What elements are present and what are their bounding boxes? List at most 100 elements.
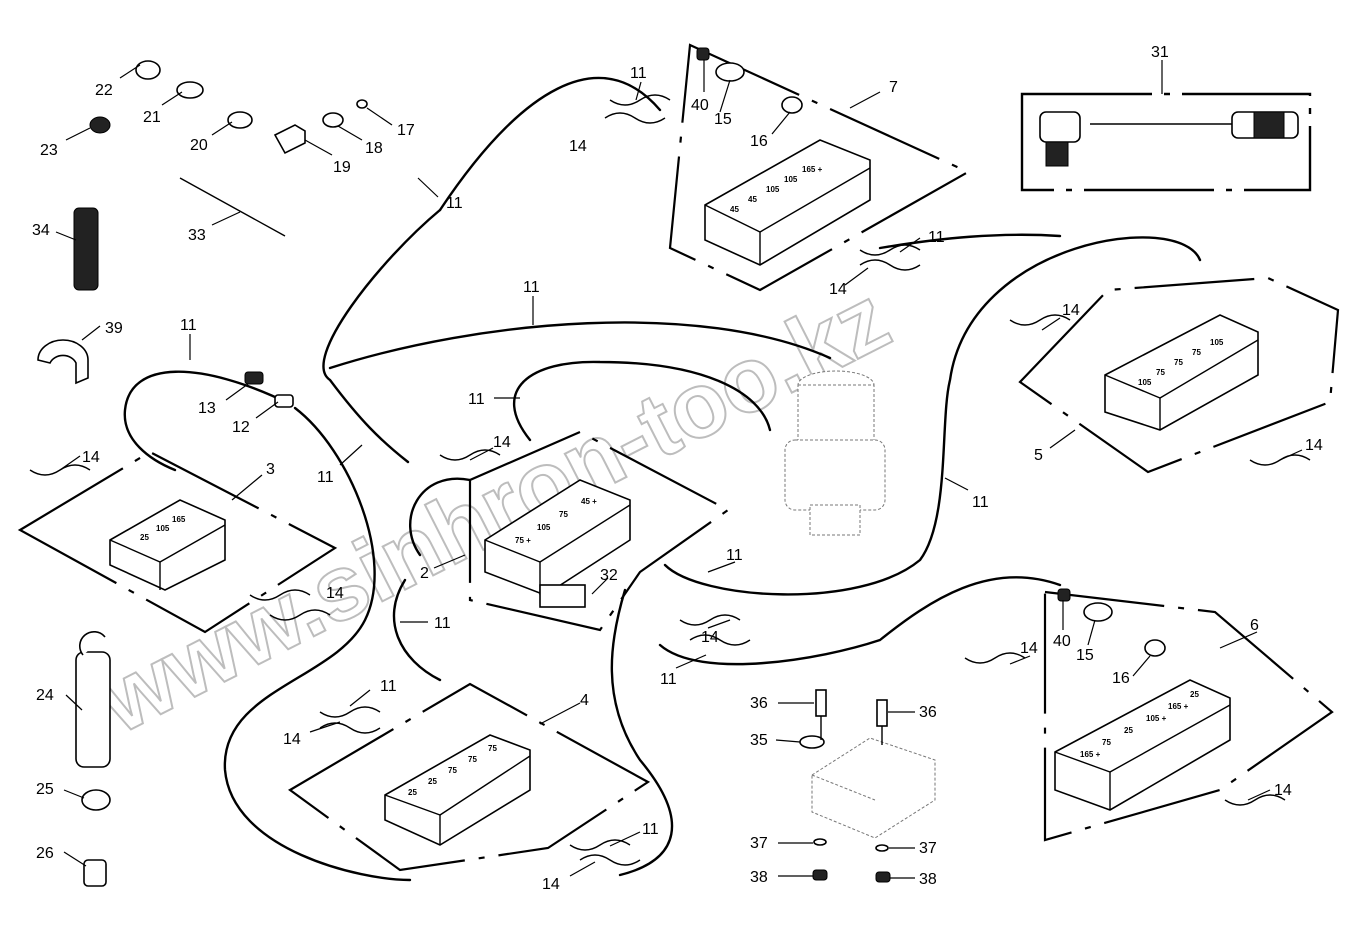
callout-12: 12 — [232, 419, 250, 436]
block-section-marking: 75 — [559, 510, 568, 519]
block-section-marking: 75 — [1102, 738, 1111, 747]
callout-11-m: 11 — [642, 821, 659, 838]
callout-16-a: 16 — [750, 133, 768, 150]
lubrication-pump — [784, 370, 886, 536]
callout-37-a: 37 — [750, 835, 768, 852]
callout-11-e: 11 — [928, 229, 945, 246]
callout-11-b: 11 — [317, 469, 334, 486]
block-section-marking: 105 — [537, 523, 551, 532]
block-section-marking: 75 — [448, 766, 457, 775]
callout-2: 2 — [420, 565, 429, 582]
callout-11-a: 11 — [180, 317, 197, 334]
block-section-marking: 45 — [730, 205, 739, 214]
block-section-marking: 25 — [1124, 726, 1133, 735]
block-section-marking: 165 + — [802, 165, 823, 174]
callout-22: 22 — [95, 82, 113, 99]
assembly-frames — [17, 43, 1340, 872]
callout-23: 23 — [40, 142, 58, 159]
block-section-marking: 165 — [172, 515, 186, 524]
callout-34: 34 — [32, 222, 50, 239]
callout-21: 21 — [143, 109, 161, 126]
loose-fittings — [37, 47, 1166, 887]
callout-38-a: 38 — [750, 869, 768, 886]
distributor-block-7: 45 45 105 105 165 + — [704, 139, 871, 266]
block-section-marking: 45 — [748, 195, 757, 204]
block-section-marking: 105 + — [1146, 714, 1167, 723]
block-section-marking: 25 — [140, 533, 149, 542]
callout-25: 25 — [36, 781, 54, 798]
block-section-marking: 45 + — [581, 497, 597, 506]
block-section-marking: 75 — [1174, 358, 1183, 367]
callout-11-i: 11 — [726, 547, 743, 564]
callout-37-b: 37 — [919, 840, 937, 857]
callout-15-a: 15 — [714, 111, 732, 128]
block-section-marking: 25 — [408, 788, 417, 797]
callout-7: 7 — [889, 79, 898, 96]
callout-19: 19 — [333, 159, 351, 176]
callout-33: 33 — [188, 227, 206, 244]
callout-40-a: 40 — [691, 97, 709, 114]
callout-15-b: 15 — [1076, 647, 1094, 664]
block-section-marking: 75 — [468, 755, 477, 764]
block-section-marking: 25 — [1190, 690, 1199, 699]
leader-lines — [55, 60, 1303, 879]
callout-16-b: 16 — [1112, 670, 1130, 687]
callout-labels: 22 21 20 19 18 17 23 33 34 39 11 13 12 1… — [32, 44, 1323, 893]
callout-11-c: 11 — [446, 195, 463, 212]
callout-14-g: 14 — [493, 434, 511, 451]
callout-11-j: 11 — [434, 615, 451, 632]
callout-14-d: 14 — [829, 281, 847, 298]
block-section-marking: 105 — [156, 524, 170, 533]
callout-14-k: 14 — [1020, 640, 1038, 657]
exploded-block-assembly — [799, 689, 936, 883]
distributor-block-4: 25 25 75 75 75 — [384, 734, 531, 846]
callout-36-a: 36 — [750, 695, 768, 712]
block-section-marking: 105 — [766, 185, 780, 194]
callout-11-d: 11 — [630, 65, 647, 82]
callout-6: 6 — [1250, 617, 1259, 634]
callout-17: 17 — [397, 122, 415, 139]
block-section-marking: 165 + — [1080, 750, 1101, 759]
distributor-block-2: 75 + 105 75 45 + — [484, 479, 631, 608]
block-section-marking: 105 — [784, 175, 798, 184]
callout-14-j: 14 — [542, 876, 560, 893]
block-section-marking: 105 — [1138, 378, 1152, 387]
callout-14-h: 14 — [701, 629, 719, 646]
callout-24: 24 — [36, 687, 54, 704]
block-section-marking: 75 — [488, 744, 497, 753]
callout-11-k: 11 — [660, 671, 677, 688]
callout-14-i: 14 — [283, 731, 301, 748]
callout-11-l: 11 — [380, 678, 397, 695]
callout-5: 5 — [1034, 447, 1043, 464]
callout-31: 31 — [1151, 44, 1169, 61]
callout-14-a: 14 — [82, 449, 100, 466]
callout-11-h: 11 — [468, 391, 485, 408]
callout-11-f: 11 — [523, 279, 540, 296]
callout-3: 3 — [266, 461, 275, 478]
callout-14-f: 14 — [1305, 437, 1323, 454]
callout-11-g: 11 — [972, 494, 989, 511]
callout-14-l: 14 — [1274, 782, 1292, 799]
block-section-marking: 165 + — [1168, 702, 1189, 711]
sensor-cable-31 — [1020, 92, 1312, 192]
block-section-marking: 75 — [1156, 368, 1165, 377]
block-section-marking: 75 — [1192, 348, 1201, 357]
callout-18: 18 — [365, 140, 383, 157]
callout-39: 39 — [105, 320, 123, 337]
callout-38-b: 38 — [919, 871, 937, 888]
callout-26: 26 — [36, 845, 54, 862]
callout-14-b: 14 — [326, 585, 344, 602]
callout-40-b: 40 — [1053, 633, 1071, 650]
callout-14-e: 14 — [1062, 302, 1080, 319]
callout-20: 20 — [190, 137, 208, 154]
block-section-marking: 25 — [428, 777, 437, 786]
callout-35: 35 — [750, 732, 768, 749]
callout-36-b: 36 — [919, 704, 937, 721]
callout-32: 32 — [600, 567, 618, 584]
block-section-marking: 75 + — [515, 536, 531, 545]
callout-13: 13 — [198, 400, 216, 417]
